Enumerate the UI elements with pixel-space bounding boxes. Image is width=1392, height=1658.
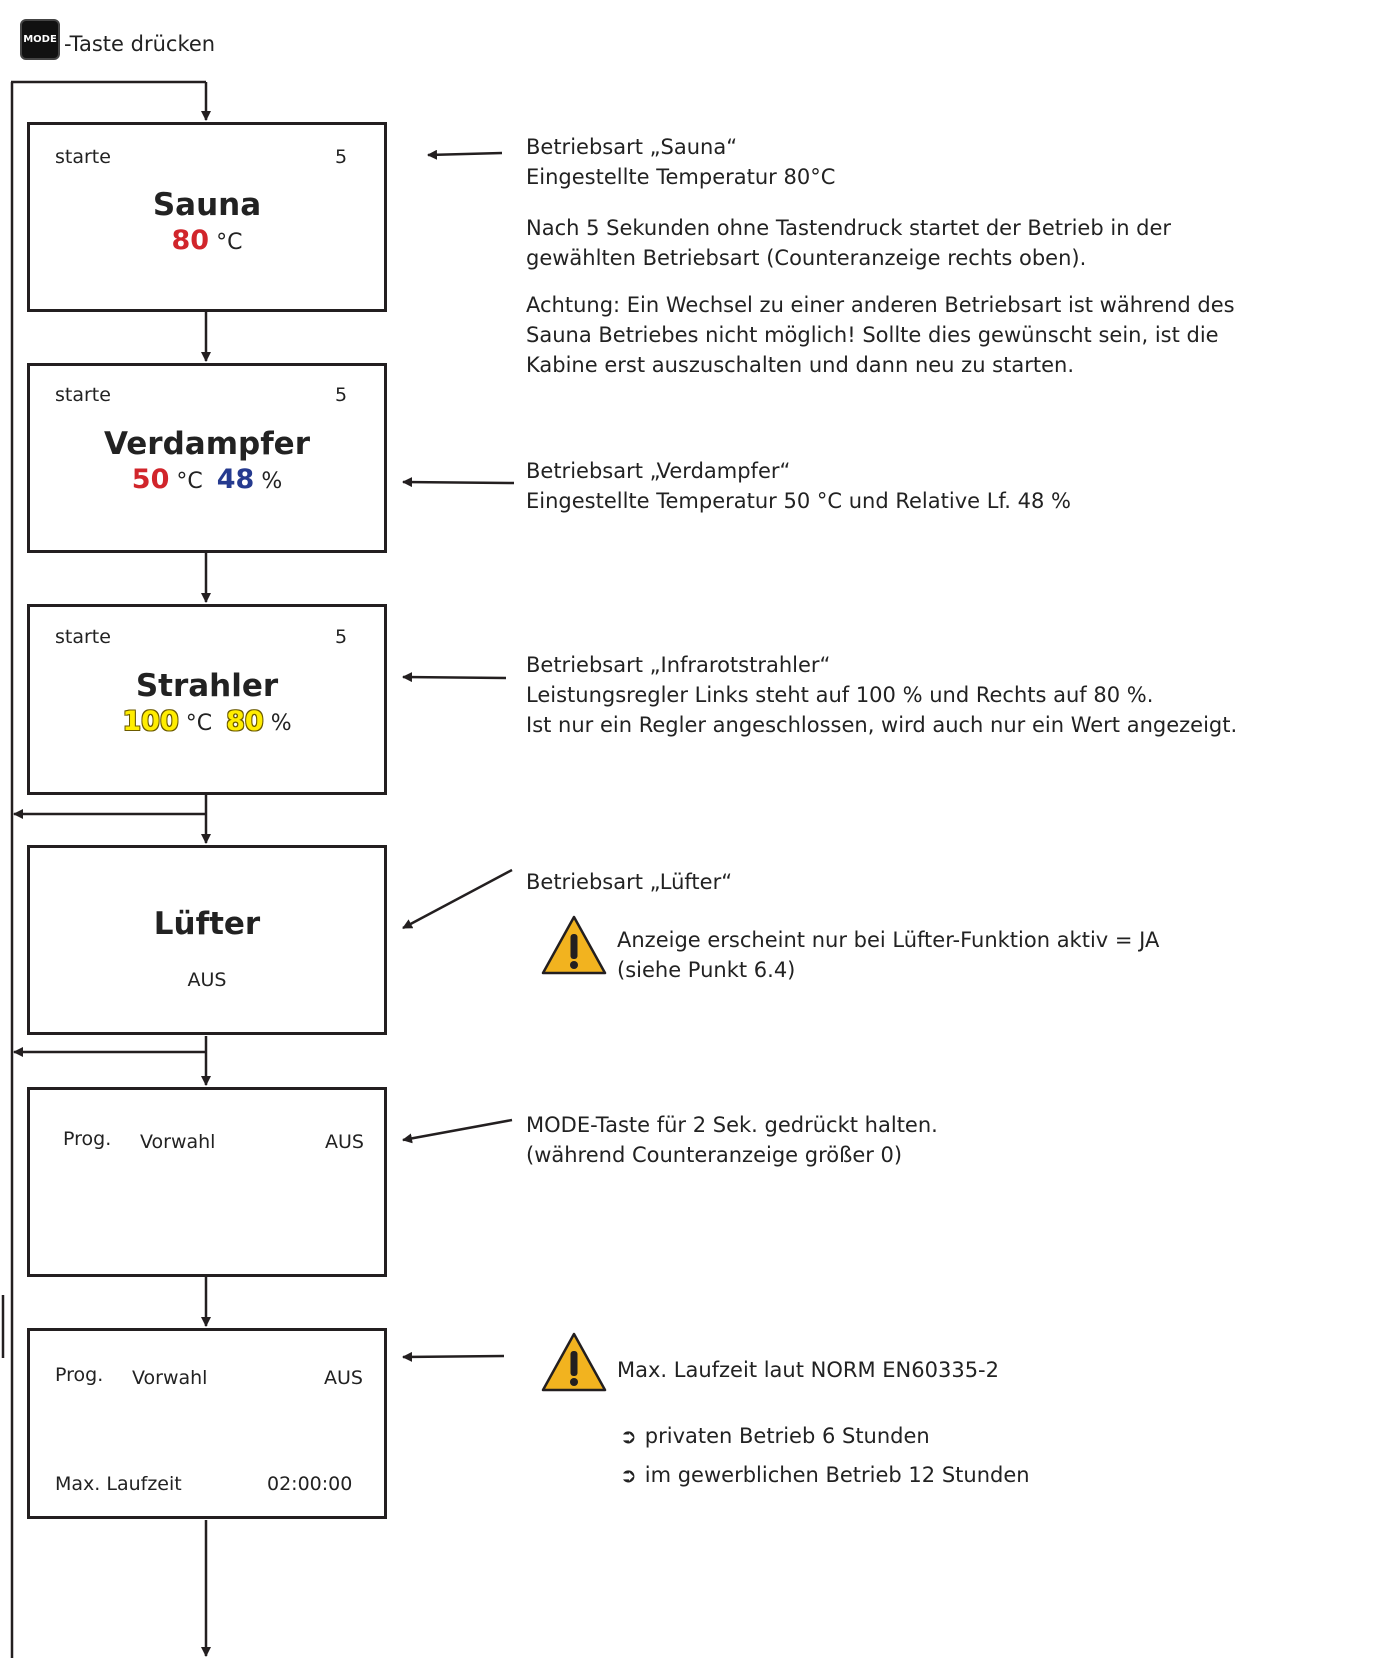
display-prog-vorwahl: Prog. Vorwahl AUS xyxy=(27,1087,387,1277)
mode-key-icon: MODE xyxy=(20,19,60,60)
max-laufzeit-label: Max. Laufzeit xyxy=(55,1473,182,1495)
pointer-strahler xyxy=(402,672,507,683)
temp-value: 50 xyxy=(131,464,170,495)
display-prog-laufzeit: Prog. Vorwahl AUS Max. Laufzeit 02:00:00 xyxy=(27,1328,387,1519)
pointer-prog1 xyxy=(402,1118,513,1144)
right-power-value: 80 xyxy=(226,706,264,737)
mode-title: Strahler xyxy=(135,668,279,704)
humidity-value: 48 xyxy=(216,464,255,495)
desc-luefter: Betriebsart „Lüfter“ xyxy=(526,870,733,894)
mode-title: Verdampfer xyxy=(103,426,310,462)
pointer-prog2 xyxy=(402,1351,505,1362)
warning-icon xyxy=(541,915,607,975)
vorwahl-state: AUS xyxy=(324,1367,363,1389)
vorwahl-state: AUS xyxy=(325,1131,364,1153)
value-row: 80 °C xyxy=(30,225,384,256)
bullet-item-private: ➲ privaten Betrieb 6 Stunden xyxy=(620,1424,930,1448)
start-label: starte xyxy=(55,146,111,168)
max-laufzeit-value: 02:00:00 xyxy=(267,1473,353,1495)
bullet-text: privaten Betrieb 6 Stunden xyxy=(644,1424,930,1448)
bullet-text: im gewerblichen Betrieb 12 Stunden xyxy=(644,1463,1030,1487)
desc-max-laufzeit: Max. Laufzeit laut NORM EN60335-2 xyxy=(617,1358,999,1382)
counter-value: 5 xyxy=(335,384,348,406)
left-power-value: 100 xyxy=(122,706,179,737)
display-strahler: starte 5 Strahler 100 °C 80 % xyxy=(27,604,387,795)
vorwahl-label: Vorwahl xyxy=(140,1131,216,1153)
start-label: starte xyxy=(55,626,111,648)
mode-key-label: MODE xyxy=(23,34,57,45)
value-row: 100 °C 80 % xyxy=(30,706,384,737)
bullet-arrow-icon: ➲ xyxy=(620,1424,637,1448)
mode-title: Sauna xyxy=(152,187,262,223)
luefter-state: AUS xyxy=(187,969,227,991)
desc-sauna-start: Nach 5 Sekunden ohne Tastendruck startet… xyxy=(526,216,1172,270)
mode-title: Lüfter xyxy=(153,906,261,942)
warning-icon xyxy=(541,1332,607,1392)
display-sauna: starte 5 Sauna 80 °C xyxy=(27,122,387,312)
temp-value: 80 xyxy=(171,225,210,256)
desc-prog-vorwahl: MODE-Taste für 2 Sek. gedrückt halten. (… xyxy=(526,1113,938,1167)
pointer-sauna xyxy=(427,149,503,160)
counter-value: 5 xyxy=(335,146,348,168)
bullet-item-commercial: ➲ im gewerblichen Betrieb 12 Stunden xyxy=(620,1463,1030,1487)
humidity-unit: % xyxy=(261,469,283,494)
header-text: -Taste drücken xyxy=(64,32,216,56)
counter-value: 5 xyxy=(335,626,348,648)
start-label: starte xyxy=(55,384,111,406)
display-verdampfer: starte 5 Verdampfer 50 °C 48 % xyxy=(27,363,387,553)
right-power-unit: % xyxy=(270,711,292,736)
vorwahl-label: Vorwahl xyxy=(132,1367,208,1389)
display-luefter: Lüfter AUS xyxy=(27,845,387,1035)
left-power-unit: °C xyxy=(185,711,213,736)
prog-label: Prog. xyxy=(63,1128,112,1150)
prog-label: Prog. xyxy=(55,1364,104,1386)
desc-sauna-warning: Achtung: Ein Wechsel zu einer anderen Be… xyxy=(526,293,1235,377)
value-row: 50 °C 48 % xyxy=(30,464,384,495)
pointer-luefter xyxy=(402,868,513,930)
bullet-arrow-icon: ➲ xyxy=(620,1463,637,1487)
desc-verdampfer: Betriebsart „Verdampfer“ Eingestellte Te… xyxy=(526,459,1071,513)
desc-sauna-mode: Betriebsart „Sauna“ Eingestellte Tempera… xyxy=(526,135,836,189)
pointer-verdampfer xyxy=(402,477,515,488)
temp-unit: °C xyxy=(216,230,243,255)
desc-strahler: Betriebsart „Infrarotstrahler“ Leistungs… xyxy=(526,653,1238,737)
desc-luefter-warning: Anzeige erscheint nur bei Lüfter-Funktio… xyxy=(617,928,1160,982)
temp-unit: °C xyxy=(176,469,203,494)
